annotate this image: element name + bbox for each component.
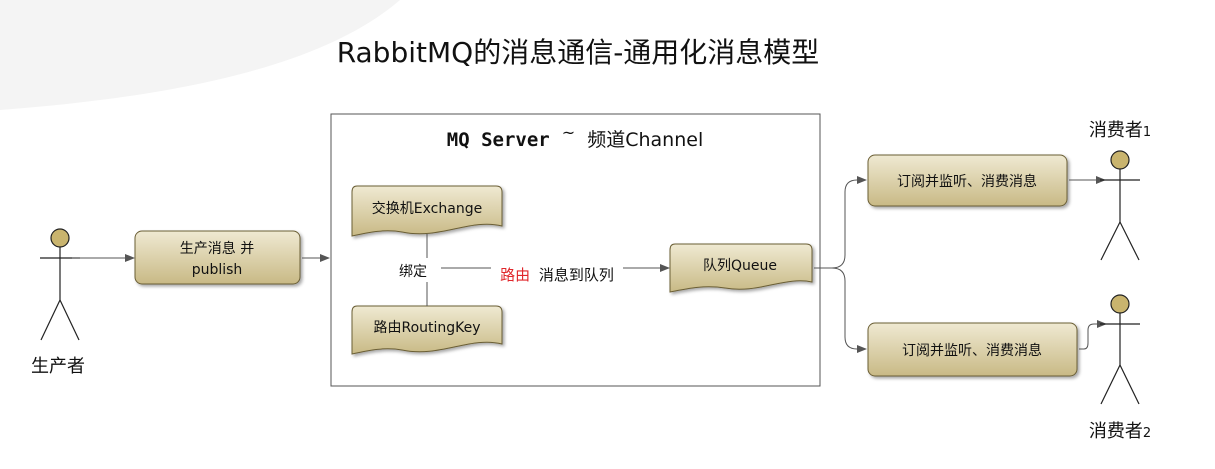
arrow-subscriber-2-to-consumer-2 bbox=[1079, 320, 1107, 350]
subscriber-box-2 bbox=[867, 322, 1078, 377]
consumer-2-actor bbox=[1100, 294, 1140, 405]
publish-box bbox=[134, 230, 301, 285]
publish-box-line1: 生产消息 并 bbox=[180, 240, 254, 257]
arrow-queue-to-subscriber-2 bbox=[814, 267, 867, 353]
route-label: 路由 消息到队列 bbox=[500, 266, 614, 284]
queue-label: 队列Queue bbox=[703, 258, 777, 274]
consumer-2-head bbox=[1110, 294, 1130, 314]
exchange-label: 交换机Exchange bbox=[372, 200, 482, 217]
route-label-bg bbox=[491, 262, 623, 286]
routing-key-label: 路由RoutingKey bbox=[373, 320, 480, 336]
background-swoosh bbox=[0, 0, 400, 110]
producer-head bbox=[50, 228, 70, 248]
consumer-1-label: 消费者1 bbox=[1089, 120, 1151, 141]
producer-actor bbox=[40, 228, 80, 341]
consumer-2-label: 消费者2 bbox=[1089, 421, 1151, 442]
subscriber-label-2: 订阅并监听、消费消息 bbox=[902, 342, 1042, 359]
consumer-1-actor bbox=[1100, 150, 1140, 261]
subscriber-label-1: 订阅并监听、消费消息 bbox=[897, 173, 1037, 190]
mq-server-label: MQ Server ~ 频道Channel bbox=[447, 121, 703, 151]
exchange-box bbox=[351, 185, 503, 237]
queue-box bbox=[669, 243, 813, 293]
routing-key-box bbox=[351, 305, 503, 355]
page-title: RabbitMQ的消息通信-通用化消息模型 bbox=[337, 36, 820, 69]
producer-label: 生产者 bbox=[31, 356, 85, 377]
publish-box-line2: publish bbox=[192, 262, 243, 278]
arrow-queue-to-subscriber-1 bbox=[814, 176, 867, 269]
subscriber-box-1 bbox=[867, 154, 1068, 207]
bind-label: 绑定 bbox=[399, 264, 427, 280]
consumer-1-head bbox=[1110, 150, 1130, 170]
